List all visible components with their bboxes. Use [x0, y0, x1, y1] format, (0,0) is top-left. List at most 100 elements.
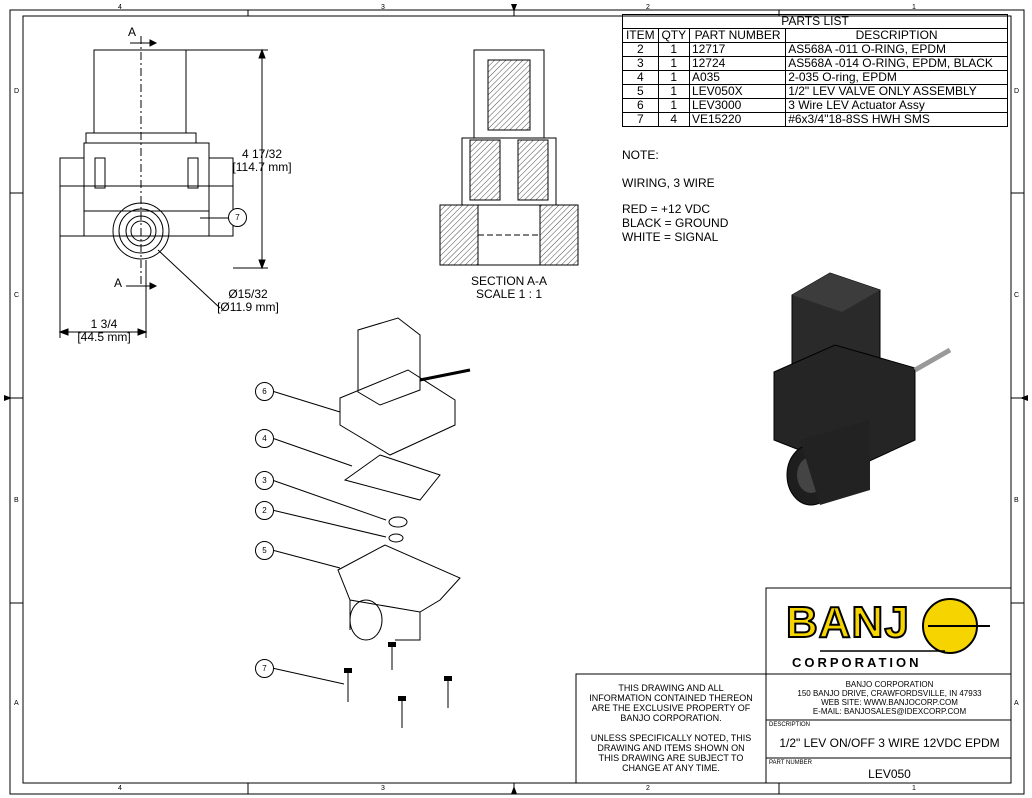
- company-info: BANJO CORPORATION 150 BANJO DRIVE, CRAWF…: [768, 680, 1011, 716]
- balloon-item-6: 6: [255, 382, 274, 401]
- dia-frac: Ø15/32: [228, 287, 268, 301]
- table-row: 2 1 12717 AS568A -011 O-RING, EPDM: [622, 42, 1008, 57]
- disclaimer-line: BANJO CORPORATION.: [620, 713, 722, 723]
- cell-item: 5: [622, 84, 659, 99]
- cell-part-number: LEV3000: [688, 98, 787, 113]
- header-part-number: PART NUMBER: [688, 28, 787, 43]
- drawing-part-number: LEV050: [868, 767, 911, 781]
- disclaimer-line: CHANGE AT ANY TIME.: [622, 763, 720, 773]
- height-frac: 4 17/32: [241, 147, 283, 161]
- note-heading: NOTE:: [622, 148, 659, 162]
- company-web: WEB SITE: WWW.BANJOCORP.COM: [821, 698, 958, 707]
- banjo-logo-text: BANJ: [785, 598, 910, 647]
- banjo-logo-sub: CORPORATION: [792, 655, 922, 670]
- title-block-lines: [575, 587, 1012, 784]
- zone-right-d: D: [1014, 88, 1020, 95]
- company-email: E-MAIL: BANJOSALES@IDEXCORP.COM: [812, 707, 967, 716]
- cell-description: 2-035 O-ring, EPDM: [785, 70, 1008, 85]
- leader-lines: [271, 390, 387, 685]
- header-description: DESCRIPTION: [785, 28, 1008, 43]
- height-mm: [114.7 mm]: [232, 160, 292, 174]
- balloon-item-2: 2: [255, 501, 274, 520]
- description-label: DESCRIPTION: [769, 722, 811, 728]
- note-white: WHITE = SIGNAL: [622, 230, 719, 244]
- section-marker-top: A: [127, 25, 136, 39]
- cell-part-number: 12724: [688, 56, 787, 71]
- cell-qty: 4: [657, 112, 690, 127]
- parts-list-title: PARTS LIST: [622, 14, 1008, 29]
- zone-right-c: C: [1014, 292, 1020, 299]
- zone-bottom-4: 4: [118, 785, 122, 792]
- table-row: 5 1 LEV050X 1/2" LEV VALVE ONLY ASSEMBLY: [622, 84, 1008, 99]
- section-title: SECTION A-A: [470, 274, 547, 288]
- parts-list-table: PARTS LIST ITEM QTY PART NUMBER DESCRIPT…: [622, 14, 1008, 127]
- cell-description: AS568A -011 O-RING, EPDM: [785, 42, 1008, 57]
- part-number-label: PART NUMBER: [769, 760, 813, 766]
- cell-part-number: LEV050X: [688, 84, 787, 99]
- zone-right-b: B: [1014, 497, 1019, 504]
- disclaimer-line: THIS DRAWING AND ALL: [618, 683, 724, 693]
- balloon-item-7-exploded: 7: [255, 659, 274, 678]
- front-view: [59, 36, 234, 284]
- drawing-description: 1/2" LEV ON/OFF 3 WIRE 12VDC EPDM: [779, 736, 1000, 750]
- cell-description: 1/2" LEV VALVE ONLY ASSEMBLY: [785, 84, 1008, 99]
- note-red: RED = +12 VDC: [622, 202, 711, 216]
- zone-left-c: C: [14, 292, 20, 299]
- section-scale: SCALE 1 : 1: [475, 287, 543, 301]
- note-wiring: WIRING, 3 WIRE: [622, 176, 715, 190]
- zone-bottom-2: 2: [646, 785, 650, 792]
- zone-bottom-1: 1: [912, 785, 916, 792]
- table-row: 3 1 12724 AS568A -014 O-RING, EPDM, BLAC…: [622, 56, 1008, 71]
- zone-top-4: 4: [118, 4, 122, 11]
- disclaimer-line: DRAWING AND ITEMS SHOWN ON: [597, 743, 745, 753]
- cell-item: 4: [622, 70, 659, 85]
- header-item: ITEM: [622, 28, 659, 43]
- dimension-lines: [58, 48, 268, 338]
- disclaimer-line: THIS DRAWING ARE SUBJECT TO: [598, 753, 744, 763]
- disclaimer-line: UNLESS SPECIFICALLY NOTED, THIS: [590, 733, 752, 743]
- section-caption: SECTION A-A SCALE 1 : 1: [450, 275, 568, 301]
- zone-left-b: B: [14, 497, 19, 504]
- disclaimer-line: INFORMATION CONTAINED THEREON: [589, 693, 753, 703]
- zone-left-a: A: [14, 700, 19, 707]
- cell-item: 7: [622, 112, 659, 127]
- zone-top-3: 3: [381, 4, 385, 11]
- cell-qty: 1: [657, 70, 690, 85]
- cell-description: AS568A -014 O-RING, EPDM, BLACK: [785, 56, 1008, 71]
- table-row: 6 1 LEV3000 3 Wire LEV Actuator Assy: [622, 98, 1008, 113]
- cell-description: 3 Wire LEV Actuator Assy: [785, 98, 1008, 113]
- balloon-item-7-front: 7: [228, 208, 247, 227]
- balloon-item-4: 4: [255, 429, 274, 448]
- section-view: [439, 49, 579, 266]
- table-row: 7 4 VE15220 #6x3/4"18-8SS HWH SMS: [622, 112, 1008, 127]
- cell-qty: 1: [657, 84, 690, 99]
- banjo-logo-graphic: [820, 598, 990, 654]
- cell-part-number: A035: [688, 70, 787, 85]
- cell-description: #6x3/4"18-8SS HWH SMS: [785, 112, 1008, 127]
- zone-right-a: A: [1014, 700, 1019, 707]
- note-black: BLACK = GROUND: [622, 216, 729, 230]
- exploded-view: [337, 317, 471, 728]
- exploded-fasteners: [344, 642, 452, 701]
- company-address: 150 BANJO DRIVE, CRAWFORDSVILLE, IN 4793…: [797, 689, 982, 698]
- zone-top-1: 1: [912, 4, 916, 11]
- diameter-dimension: Ø15/32 [Ø11.9 mm]: [208, 288, 288, 314]
- dia-mm: [Ø11.9 mm]: [217, 300, 279, 314]
- cell-item: 2: [622, 42, 659, 57]
- cell-qty: 1: [657, 56, 690, 71]
- zone-bottom-3: 3: [381, 785, 385, 792]
- width-dimension: 1 3/4 [44.5 mm]: [64, 318, 144, 344]
- table-row: 4 1 A035 2-035 O-ring, EPDM: [622, 70, 1008, 85]
- parts-list-header-row: ITEM QTY PART NUMBER DESCRIPTION: [622, 28, 1008, 43]
- disclaimer-text: THIS DRAWING AND ALL INFORMATION CONTAIN…: [578, 683, 764, 773]
- zone-top-2: 2: [646, 4, 650, 11]
- cell-qty: 1: [657, 98, 690, 113]
- cell-part-number: 12717: [688, 42, 787, 57]
- zone-left-d: D: [14, 88, 20, 95]
- width-mm: [44.5 mm]: [77, 330, 131, 344]
- width-frac: 1 3/4: [90, 317, 118, 331]
- cell-qty: 1: [657, 42, 690, 57]
- company-name: BANJO CORPORATION: [845, 680, 934, 689]
- center-arrow-marks: [4, 4, 1028, 794]
